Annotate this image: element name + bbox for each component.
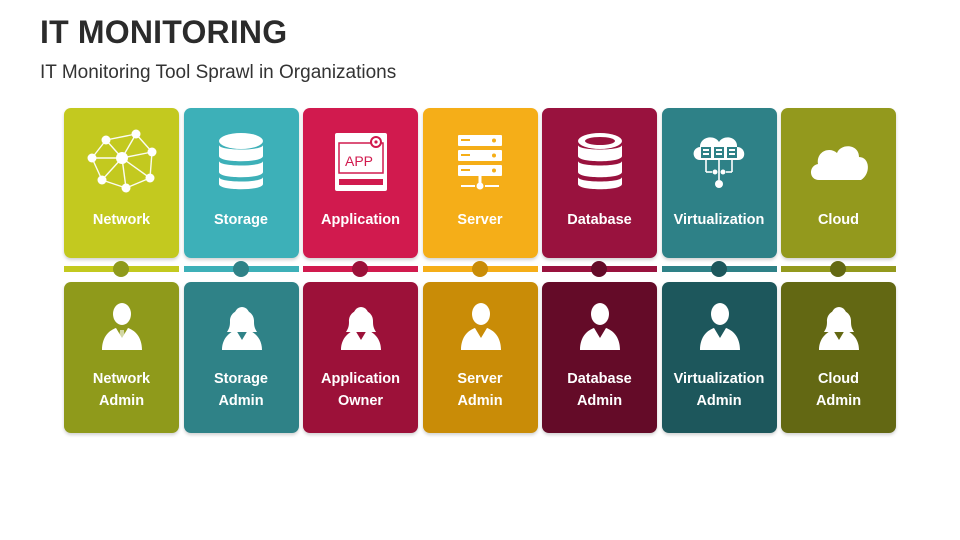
role-label: Virtualization Admin [673, 371, 765, 409]
role-label: Server Admin [457, 371, 503, 409]
connector-dot [830, 261, 846, 277]
card-virtualization: Virtualization [661, 108, 777, 258]
role-card-virtualization: Virtualization Admin [661, 282, 777, 433]
user-male-icon [455, 300, 507, 352]
role-label: Database Admin [567, 371, 632, 409]
card-storage: Storage [183, 108, 299, 258]
role-card-application: Application Owner [303, 282, 418, 433]
column-storage: Storage Storage Admin [183, 108, 299, 433]
category-label: Virtualization [673, 212, 765, 228]
page-subtitle: IT Monitoring Tool Sprawl in Organizatio… [40, 62, 397, 83]
server-icon [440, 126, 521, 198]
role-card-server: Server Admin [422, 282, 538, 433]
database-icon [559, 126, 640, 198]
user-male-icon [96, 300, 148, 352]
card-application: APP Application [303, 108, 418, 258]
database-stack-icon [201, 126, 282, 198]
category-label: Server [457, 212, 503, 228]
connector-dot [352, 261, 368, 277]
category-label: Cloud [817, 212, 860, 228]
role-label: Storage Admin [214, 371, 268, 409]
connector-dot [471, 261, 488, 277]
role-card-network: Network Admin [64, 282, 179, 433]
category-label: Database [567, 212, 632, 228]
network-icon [81, 126, 162, 198]
role-label: Cloud Admin [815, 371, 862, 409]
page-title: IT MONITORING [40, 14, 288, 50]
category-label: Application [321, 212, 400, 228]
user-male-icon [574, 300, 626, 352]
column-cloud: Cloud Cloud Admin [781, 108, 896, 433]
app-icon: APP [320, 126, 401, 198]
card-cloud: Cloud [781, 108, 896, 258]
role-card-database: Database Admin [542, 282, 657, 433]
category-label: Storage [214, 212, 268, 228]
column-network: Network Network Admin [64, 108, 179, 433]
monitoring-grid: Network Network Admin [64, 108, 896, 433]
card-server: Server [422, 108, 538, 258]
role-card-storage: Storage Admin [183, 282, 299, 433]
user-female-icon [335, 300, 387, 352]
column-application: APP Application Application Owner [303, 108, 418, 433]
role-label: Application Owner [321, 371, 400, 409]
category-label: Network [92, 212, 151, 228]
user-female-icon [216, 300, 268, 352]
user-female-icon [813, 300, 865, 352]
role-card-cloud: Cloud Admin [781, 282, 896, 433]
column-server: Server Server Admin [422, 108, 538, 433]
connector-dot [232, 261, 249, 277]
card-network: Network [64, 108, 179, 258]
cloud-icon [798, 126, 879, 198]
column-database: Database Database Admin [542, 108, 657, 433]
role-label: Network Admin [92, 371, 151, 409]
connector-dot [113, 261, 129, 277]
column-virtualization: Virtualization Virtualization Admin [661, 108, 777, 433]
connector-dot [591, 261, 607, 277]
connector-dot [710, 261, 727, 277]
svg-text:APP: APP [344, 153, 372, 169]
user-male-icon [694, 300, 746, 352]
card-database: Database [542, 108, 657, 258]
cloud-servers-icon [679, 126, 760, 198]
